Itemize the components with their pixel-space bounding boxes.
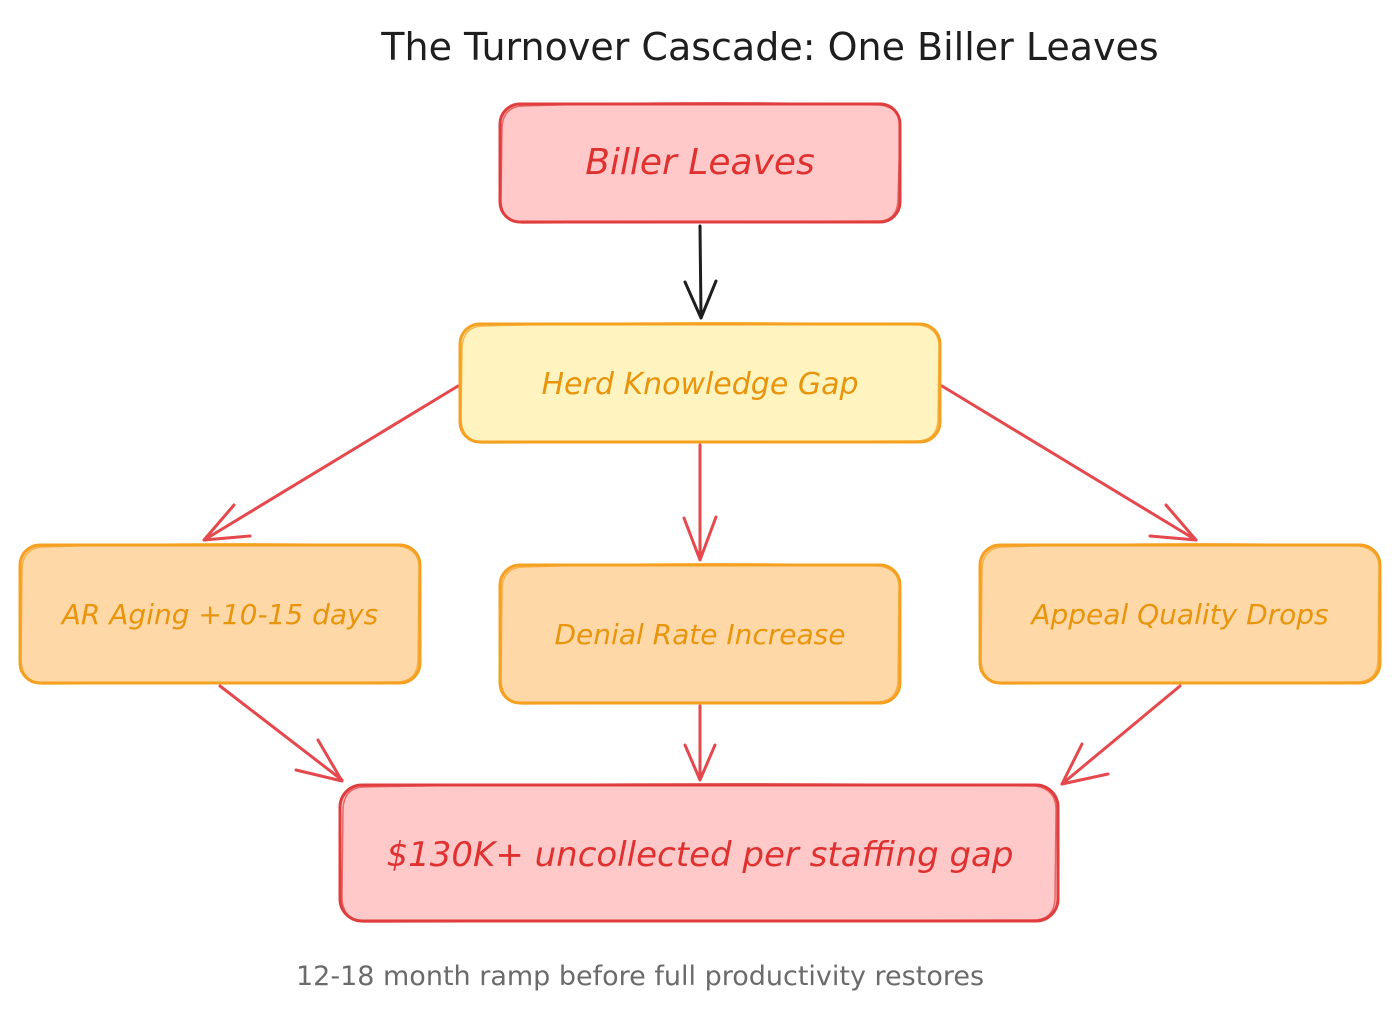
diagram-title: The Turnover Cascade: One Biller Leaves [380,25,1158,69]
node-uncollected-label: $130K+ uncollected per staffing gap [387,835,1014,875]
node-ar-aging-label: AR Aging +10-15 days [60,598,378,631]
arrow-appeal-to-uncollected [1060,684,1182,786]
arrow-gap-to-appeal-quality [940,384,1198,542]
arrows [202,224,1198,786]
node-biller-leaves-label: Biller Leaves [585,142,815,183]
node-uncollected: $130K+ uncollected per staffing gap [338,782,1060,923]
node-appeal-quality: Appeal Quality Drops [978,542,1382,685]
footnote: 12-18 month ramp before full productivit… [296,961,984,992]
node-denial-rate-label: Denial Rate Increase [555,618,846,651]
node-ar-aging: AR Aging +10-15 days [18,542,422,685]
arrow-biller-to-gap [683,224,718,320]
node-biller-leaves: Biller Leaves [498,101,902,224]
arrow-gap-to-ar-aging [202,384,460,542]
node-appeal-quality-label: Appeal Quality Drops [1029,598,1328,631]
node-knowledge-gap: Herd Knowledge Gap [458,321,942,444]
arrow-denial-to-uncollected [683,704,717,782]
node-knowledge-gap-label: Herd Knowledge Gap [541,367,858,402]
node-denial-rate: Denial Rate Increase [498,562,902,705]
arrow-ar-aging-to-uncollected [218,684,344,783]
arrow-gap-to-denial-rate [682,443,718,562]
